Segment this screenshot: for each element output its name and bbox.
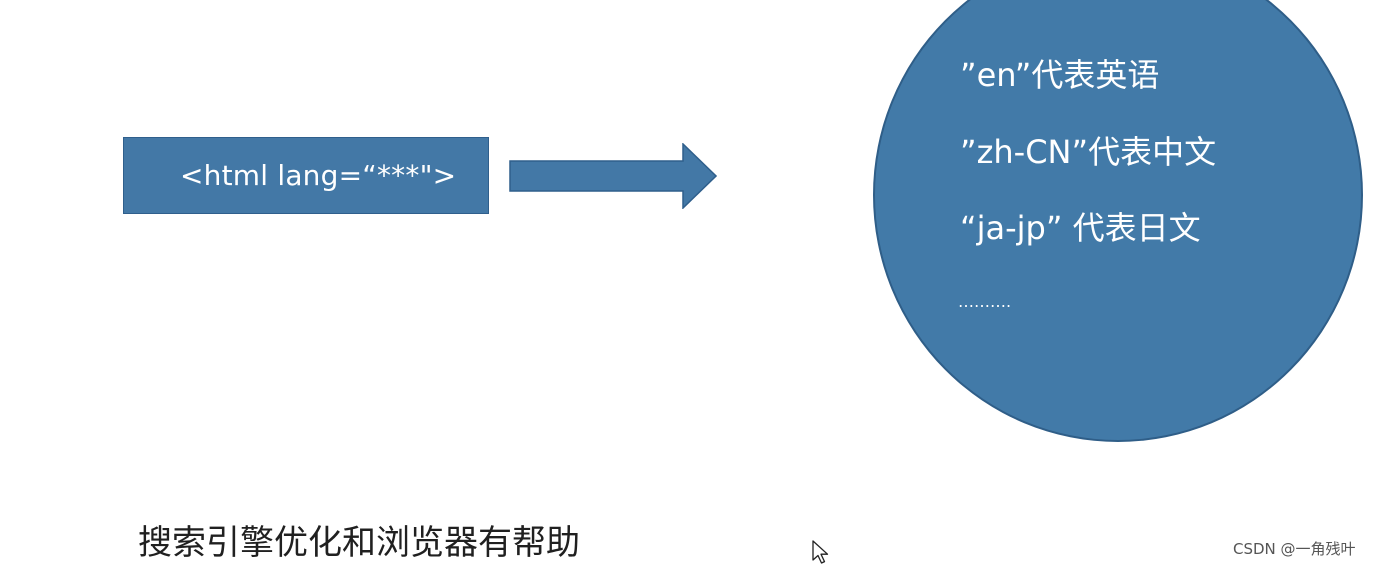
mouse-cursor-icon	[812, 540, 829, 564]
html-lang-box: <html lang=“***">	[123, 137, 489, 214]
language-circle	[873, 0, 1363, 442]
html-lang-label: <html lang=“***">	[180, 159, 457, 192]
arrow-shape	[509, 143, 717, 209]
lang-item-en: ”en”代表英语	[960, 56, 1160, 94]
lang-item-ja-jp: “ja-jp” 代表日文	[960, 209, 1201, 247]
watermark: CSDN @一角残叶	[1233, 540, 1356, 558]
lang-item-zh-cn: ”zh-CN”代表中文	[960, 133, 1217, 171]
right-arrow-icon	[509, 143, 717, 209]
lang-ellipsis: ……….	[958, 292, 1012, 311]
slide-caption: 搜索引擎优化和浏览器有帮助	[138, 523, 580, 563]
